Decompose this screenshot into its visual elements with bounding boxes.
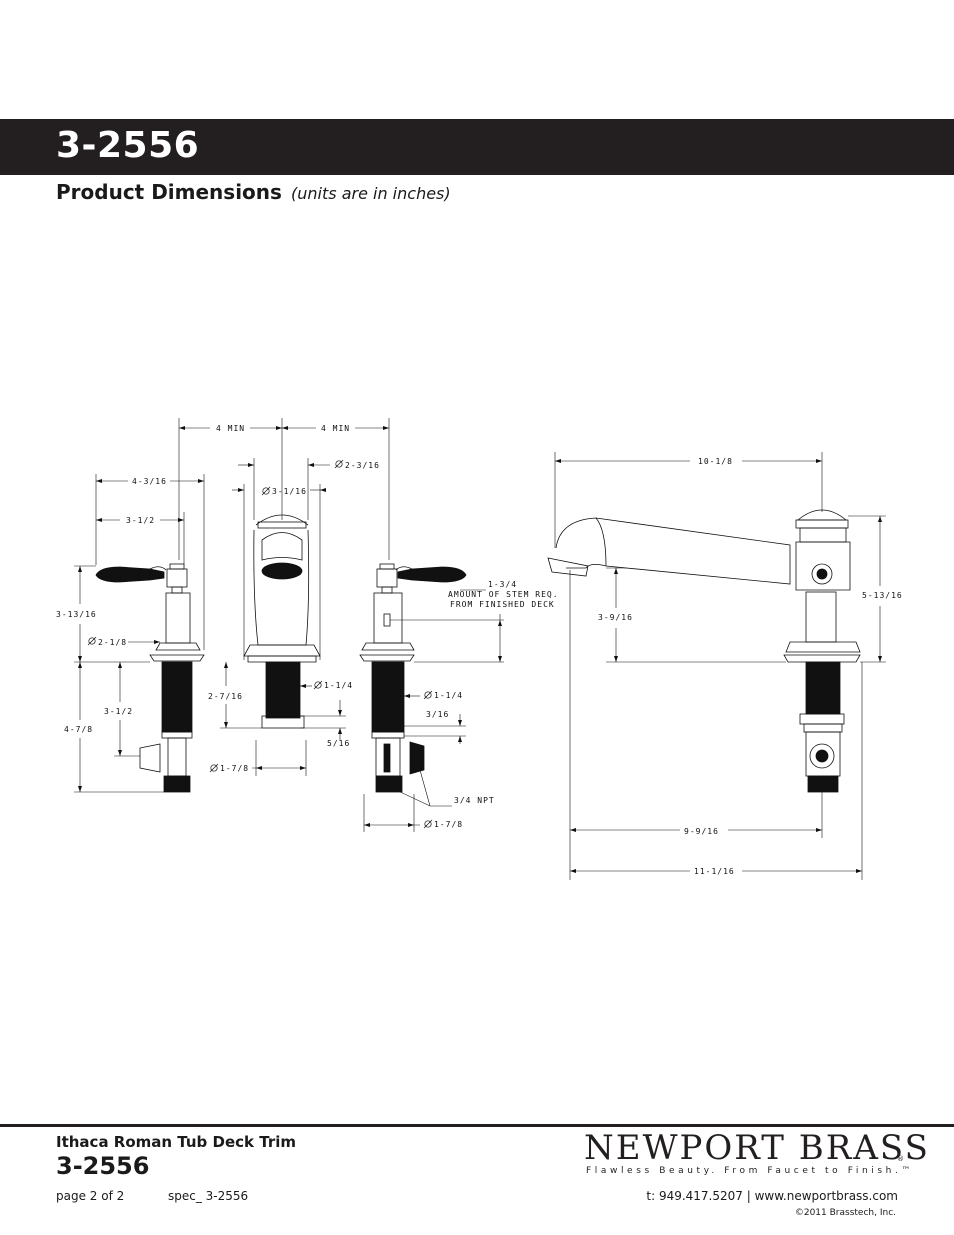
- side-view: [547, 509, 861, 793]
- dim-10-1-8: 10-1/8: [698, 457, 733, 466]
- dim-dia-1-7-8-spout: 1-7/8: [220, 764, 249, 773]
- dim-dia-1-1-4-valve: 1-1/4: [434, 691, 463, 700]
- dim-dia-1-7-8-valve: 1-7/8: [434, 820, 463, 829]
- dim-stem-1-3-4: 1-3/4: [488, 580, 517, 589]
- spec-reference: spec_ 3-2556: [168, 1189, 249, 1203]
- section-title: Product Dimensions: [56, 180, 282, 204]
- dim-3-1-2-lower: 3-1/2: [104, 707, 133, 716]
- section-heading: Product Dimensions (units are in inches): [56, 180, 451, 204]
- left-valve: [95, 563, 205, 793]
- footer-product-code: 3-2556: [56, 1152, 150, 1180]
- dim-3-4-npt: 3/4 NPT: [454, 796, 495, 805]
- dim-4-7-8: 4-7/8: [64, 725, 93, 734]
- brand-logo: NEWPORT BRASS ® Flawless Beauty. From Fa…: [584, 1128, 928, 1178]
- dim-9-9-16: 9-9/16: [684, 827, 719, 836]
- footer-product-name: Ithaca Roman Tub Deck Trim: [56, 1133, 296, 1151]
- dim-3-9-16: 3-9/16: [598, 613, 633, 622]
- dim-4-3-16: 4-3/16: [132, 477, 167, 486]
- dim-5-13-16: 5-13/16: [862, 591, 903, 600]
- dim-dia-2-1-8: 2-1/8: [98, 638, 127, 647]
- dim-3-1-2-top: 3-1/2: [126, 516, 155, 525]
- stem-note-line-1: AMOUNT OF STEM REQ.: [448, 590, 559, 599]
- dim-4-min-right: 4 MIN: [321, 424, 350, 433]
- dim-4-min-left: 4 MIN: [216, 424, 245, 433]
- brand-tagline: Flawless Beauty. From Faucet to Finish.™: [586, 1166, 915, 1176]
- dim-2-7-16: 2-7/16: [208, 692, 243, 701]
- brand-registered-mark: ®: [897, 1155, 904, 1163]
- page-number: page 2 of 2: [56, 1189, 125, 1203]
- product-code-heading: 3-2556: [56, 125, 200, 166]
- stem-note-line-2: FROM FINISHED DECK: [450, 600, 555, 609]
- contact-info: t: 949.417.5207 | www.newportbrass.com: [646, 1189, 898, 1203]
- title-bar: 3-2556: [0, 119, 954, 175]
- units-note: (units are in inches): [291, 184, 451, 203]
- dim-3-16: 3/16: [426, 710, 449, 719]
- brand-wordmark: NEWPORT BRASS: [584, 1128, 930, 1168]
- dim-dia-2-3-16: 2-3/16: [345, 461, 380, 470]
- dim-dia-1-1-4-spout: 1-1/4: [324, 681, 353, 690]
- dim-5-16: 5/16: [327, 739, 350, 748]
- dim-11-1-16: 11-1/16: [694, 867, 735, 876]
- right-valve: [359, 563, 467, 793]
- spout-front: [243, 514, 321, 729]
- footer-rule: [0, 1124, 954, 1127]
- dim-3-13-16: 3-13/16: [56, 610, 97, 619]
- copyright: ©2011 Brasstech, Inc.: [794, 1208, 896, 1218]
- dim-dia-3-1-16: 3-1/16: [272, 487, 307, 496]
